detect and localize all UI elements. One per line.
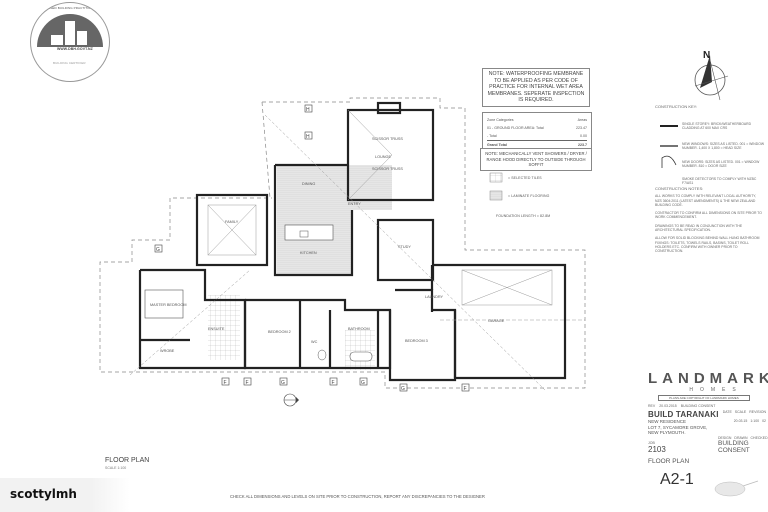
- copyright-strip: PLANS ARE COPYRIGHT OF LANDMARK HOMES: [658, 395, 750, 401]
- north-arrow-icon: N: [694, 50, 729, 101]
- job-number: 2103: [648, 444, 666, 454]
- area-header-left: Zone Categories: [487, 118, 514, 122]
- construction-key-title: CONSTRUCTION KEY:: [655, 104, 698, 109]
- svg-text:BATHROOM: BATHROOM: [348, 327, 370, 331]
- stage-label: BUILDING CONSENT: [718, 439, 750, 454]
- rev-desc: BUILDING CONSENT: [680, 404, 716, 408]
- area-table: Zone Categories Areas 01 - GROUND FLOOR A…: [482, 112, 592, 153]
- svg-text:F: F: [246, 380, 249, 386]
- key-item: SMOKE DETECTORS TO COMPLY WITH NZBC F7/A…: [682, 177, 757, 186]
- ensuite-tiles: [208, 295, 240, 360]
- construction-note: DRAWINGS TO BE READ IN CONJUNCTION WITH …: [655, 223, 743, 233]
- uploader-watermark: scottylmh: [0, 478, 130, 512]
- kiwi-logo-icon: [714, 480, 759, 497]
- ventilation-note: NOTE: MECHANICALLY VENT SHOWERS / DRYER …: [480, 148, 592, 171]
- scale-label: SCALE: [734, 410, 747, 414]
- svg-text:GARAGE: GARAGE: [488, 319, 505, 323]
- date-value: 20.03.15: [733, 419, 748, 423]
- sheet-title: FLOOR PLAN: [648, 457, 690, 465]
- foundation-length: FOUNDATION LENGTH = 82.8m: [496, 214, 551, 218]
- brand-sub: HOMES: [689, 387, 743, 393]
- construction-key: CONSTRUCTION KEY:: [655, 104, 763, 109]
- drawn-label: DRAWN: [734, 435, 748, 440]
- walls: [138, 101, 567, 382]
- checked-label: CHECKED: [750, 435, 768, 440]
- rev-label: REV: [648, 404, 656, 408]
- licensed-building-practitioner-badge: www.dbh.govt.nz LICENSED BUILDING PRACTI…: [30, 2, 110, 82]
- svg-text:G: G: [401, 386, 405, 392]
- svg-text:SCISSOR TRUSS: SCISSOR TRUSS: [372, 167, 403, 171]
- svg-text:ENTRY: ENTRY: [348, 202, 361, 206]
- construction-note: CONTRACTOR TO CONFIRM ALL DIMENSIONS ON …: [655, 211, 762, 220]
- waterproofing-note: NOTE: WATERPROOFING MEMBRANE TO BE APPLI…: [482, 68, 590, 107]
- svg-text:N: N: [703, 50, 710, 61]
- badge-subtitle: BUILDING CERTIFIER: [53, 61, 86, 65]
- svg-text:LAUNDRY: LAUNDRY: [425, 295, 444, 299]
- svg-text:BEDROOM 2: BEDROOM 2: [268, 330, 291, 334]
- svg-text:KITCHEN: KITCHEN: [300, 251, 317, 255]
- title-block: LANDMARK HOMES PLANS ARE COPYRIGHT OF LA…: [648, 370, 768, 489]
- area-total-label: Grand Total: [487, 143, 507, 147]
- svg-text:F: F: [464, 386, 467, 392]
- room-lounge: LOUNGE: [375, 155, 392, 159]
- area-row-label: 01 - GROUND FLOOR AREA: Total: [487, 126, 544, 130]
- svg-text:F: F: [224, 380, 227, 386]
- brand-name: LANDMARK: [648, 370, 768, 387]
- project-line: NEW RESIDENCE: [648, 419, 687, 424]
- key-item: NEW DOORS: SIZES AS LISTED. 001 = WINDOW…: [682, 160, 760, 169]
- svg-text:ENSUITE: ENSUITE: [208, 327, 225, 331]
- svg-text:G: G: [156, 247, 160, 253]
- date-label: DATE: [722, 410, 732, 414]
- svg-text:H: H: [306, 134, 310, 140]
- area-row-value: 0.00: [580, 134, 587, 138]
- construction-notes: CONSTRUCTION NOTES: ALL WORKS TO COMPLY …: [655, 186, 763, 254]
- construction-note: ALL WORKS TO COMPLY WITH RELEVANT LOCAL …: [655, 194, 757, 207]
- svg-text:WC: WC: [311, 340, 318, 344]
- bathroom-tiles: [345, 330, 375, 370]
- job-label: JOB: [648, 440, 655, 445]
- revision-value: 02: [762, 419, 766, 423]
- revision-label: REVISION: [749, 410, 766, 414]
- construction-note: ALLOW FOR SOLID BLOCKING BEHIND WALL HUN…: [655, 236, 760, 254]
- uploader-username: scottylmh: [10, 487, 77, 501]
- svg-text:WROBE: WROBE: [160, 349, 175, 353]
- key-item: NEW WINDOWS: SIZES AS LISTED. 001 = WIND…: [682, 142, 765, 151]
- roof-outline: [99, 97, 586, 389]
- svg-text:H: H: [306, 107, 310, 113]
- svg-text:DINING: DINING: [302, 182, 315, 186]
- plan-scale: SCALE 1:100: [105, 466, 127, 470]
- area-row-label: - Total: [487, 134, 497, 138]
- legend-tiles: = SELECTED TILES: [508, 176, 542, 180]
- svg-text:G: G: [281, 380, 285, 386]
- laminate-dining-kitchen: [277, 165, 352, 275]
- badge-title: LICENSED BUILDING PRACTITIONER: [41, 6, 98, 10]
- construction-notes-title: CONSTRUCTION NOTES:: [655, 186, 704, 191]
- svg-text:SCISSOR TRUSS: SCISSOR TRUSS: [372, 137, 403, 141]
- svg-text:FAMILY: FAMILY: [225, 220, 239, 224]
- scale-value: 1:100: [750, 419, 760, 423]
- area-header-right: Areas: [577, 118, 587, 122]
- footer-disclaimer: CHECK ALL DIMENSIONS AND LEVELS ON SITE …: [230, 494, 485, 499]
- project-line: NEW PLYMOUTH.: [648, 430, 686, 435]
- design-label: DESIGN: [718, 435, 732, 440]
- svg-text:F: F: [332, 380, 335, 386]
- rev-date: 20.03.2015: [659, 404, 677, 408]
- badge-url: www.dbh.govt.nz: [57, 47, 93, 51]
- area-total-value: 223.7: [578, 143, 587, 147]
- plan-title: FLOOR PLAN: [105, 457, 150, 464]
- area-row-value: 223.47: [576, 126, 587, 130]
- svg-text:BEDROOM 3: BEDROOM 3: [405, 339, 428, 343]
- legend-laminate: = LAMINATE FLOORING: [508, 194, 550, 198]
- builder-name: BUILD TARANAKI: [648, 410, 719, 419]
- svg-text:MASTER BEDROOM: MASTER BEDROOM: [150, 303, 187, 307]
- sheet-number: A2-1: [660, 470, 694, 488]
- project-line: LOT 7, SYCAMORE GROVE,: [648, 424, 708, 430]
- key-item: SINGLE STOREY: BRICK/WEATHERBOARD CLADDI…: [682, 122, 752, 131]
- svg-text:STUDY: STUDY: [398, 245, 411, 249]
- svg-text:G: G: [361, 380, 365, 386]
